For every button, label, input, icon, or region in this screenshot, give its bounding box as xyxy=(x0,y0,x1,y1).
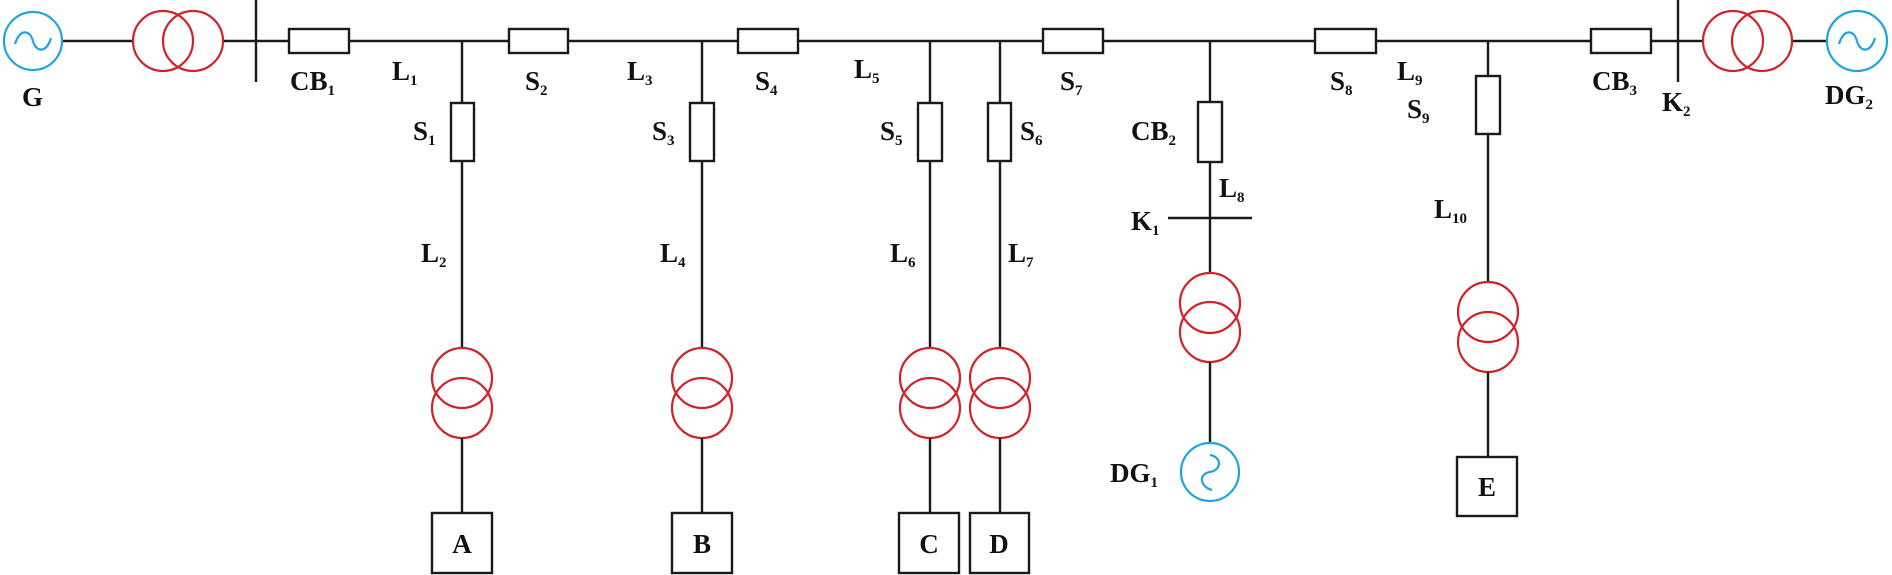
branch-dg1 xyxy=(1168,41,1252,503)
load-c-box[interactable] xyxy=(897,511,961,575)
switch-s3[interactable] xyxy=(688,101,716,163)
transformer-winding-icon[interactable] xyxy=(968,346,1032,410)
generator-dg1[interactable] xyxy=(1179,441,1241,503)
label-s4: S4 xyxy=(755,66,778,99)
transformer-winding-icon xyxy=(161,9,225,73)
load-a-label: A xyxy=(452,529,472,559)
label-l10: L10 xyxy=(1434,194,1467,227)
transformer-winding-icon[interactable] xyxy=(1456,280,1520,344)
transformer-winding-icon xyxy=(1730,9,1794,73)
label-s3: S3 xyxy=(652,116,675,149)
label-g: G xyxy=(22,82,43,112)
label-k1: K1 xyxy=(1131,206,1160,239)
load-d-box[interactable] xyxy=(968,511,1031,575)
label-l6: L6 xyxy=(890,238,916,271)
transformer-winding-icon[interactable] xyxy=(898,346,962,410)
load-e-box[interactable] xyxy=(1455,455,1519,518)
branch-e: E xyxy=(1455,41,1520,518)
transformer-winding-icon xyxy=(1701,9,1765,73)
load-b-box[interactable] xyxy=(670,511,734,575)
switch-s1[interactable] xyxy=(449,101,476,163)
breaker-cb1[interactable] xyxy=(287,27,351,55)
label-l9: L9 xyxy=(1397,56,1423,89)
branch-a: A xyxy=(430,41,494,575)
load-e-label: E xyxy=(1478,472,1496,502)
label-l5: L5 xyxy=(854,54,880,87)
generator-dg2[interactable] xyxy=(1825,9,1889,73)
label-l8: L8 xyxy=(1219,173,1245,206)
label-l2: L2 xyxy=(421,238,447,271)
switch-s7[interactable] xyxy=(1041,27,1105,55)
transformer-main[interactable] xyxy=(131,9,225,73)
label-s5: S5 xyxy=(880,116,903,149)
load-c-label: C xyxy=(919,529,939,559)
label-s1: S1 xyxy=(413,116,436,149)
sine-wave-icon xyxy=(1200,453,1221,492)
label-dg1: DG1 xyxy=(1110,458,1158,491)
load-a-box[interactable] xyxy=(430,511,494,575)
switch-s9[interactable] xyxy=(1474,74,1502,136)
label-cb1: CB1 xyxy=(290,66,335,99)
switch-s5[interactable] xyxy=(916,101,944,163)
ac-generator-icon xyxy=(1179,441,1241,503)
transformer-winding-icon[interactable] xyxy=(670,346,734,410)
label-dg2: DG2 xyxy=(1825,80,1873,113)
transformer-winding-icon[interactable] xyxy=(430,346,494,410)
breaker-cb2[interactable] xyxy=(1196,100,1224,164)
branch-b: B xyxy=(670,41,734,575)
ac-generator-icon xyxy=(1825,9,1889,73)
load-d-label: D xyxy=(989,529,1009,559)
load-b-label: B xyxy=(693,529,711,559)
label-s8: S8 xyxy=(1330,66,1353,99)
label-l1: L1 xyxy=(392,56,418,89)
transformer-winding-icon xyxy=(131,9,195,73)
branch-c: C xyxy=(897,41,962,575)
transformer-dg2[interactable] xyxy=(1701,9,1794,73)
label-s6: S6 xyxy=(1020,116,1043,149)
label-cb3: CB3 xyxy=(1592,66,1637,99)
switch-s8[interactable] xyxy=(1313,27,1378,55)
label-cb2: CB2 xyxy=(1131,116,1176,149)
label-s2: S2 xyxy=(525,66,548,99)
switch-s4[interactable] xyxy=(736,27,800,55)
sine-wave-icon xyxy=(1837,31,1877,51)
label-s7: S7 xyxy=(1060,66,1083,99)
label-s9: S9 xyxy=(1407,94,1430,127)
main-generator[interactable] xyxy=(2,10,64,72)
label-k2: K2 xyxy=(1662,87,1691,120)
switch-s2[interactable] xyxy=(507,27,570,55)
branch-d: D xyxy=(968,41,1032,575)
breaker-cb3[interactable] xyxy=(1589,27,1653,55)
label-l7: L7 xyxy=(1008,238,1034,271)
ac-generator-icon xyxy=(2,10,64,72)
label-l3: L3 xyxy=(627,56,653,89)
sine-wave-icon xyxy=(13,31,53,51)
label-l4: L4 xyxy=(660,238,686,271)
switch-s6[interactable] xyxy=(986,101,1013,163)
transformer-winding-icon[interactable] xyxy=(1178,271,1242,335)
